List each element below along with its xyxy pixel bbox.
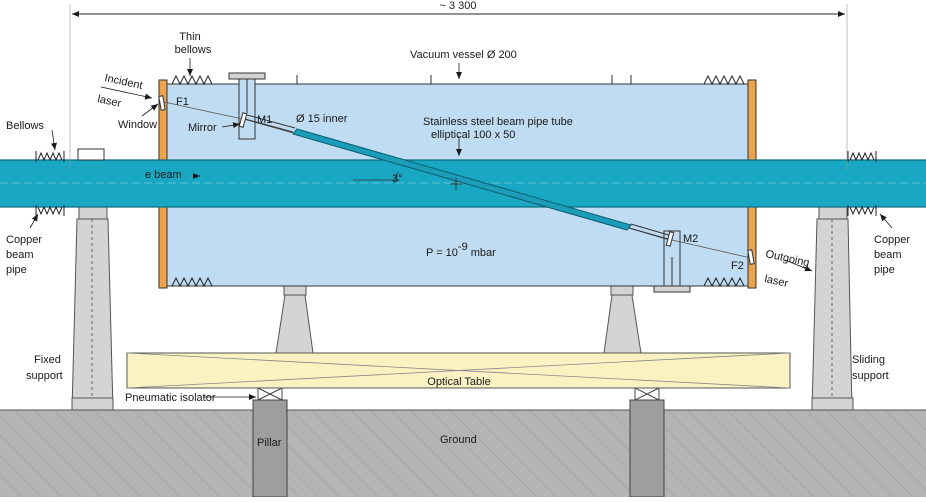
pressure-unit: mbar	[468, 247, 496, 259]
thin-bellows-label-2: bellows	[175, 44, 212, 56]
m1-label: M1	[257, 114, 272, 126]
optical-table	[126, 352, 791, 389]
sliding-support	[811, 206, 854, 411]
thin-bellows	[171, 74, 745, 288]
pneumatic-isolator-label: Pneumatic isolator	[125, 392, 216, 404]
inner-label: Ø 15 inner	[296, 113, 348, 125]
pressure-label: P = 10-9 mbar	[426, 241, 496, 259]
copper-left-label-2: beam	[6, 249, 34, 261]
pillar-right	[629, 399, 665, 498]
copper-pipe-left	[77, 148, 105, 161]
incident-label-2: laser	[96, 93, 122, 110]
vacuum-vessel-label: Vacuum vessel Ø 200	[410, 49, 517, 61]
sliding-support-label-1: Sliding	[852, 354, 885, 366]
outgoing-label-1: Outgoing	[764, 248, 810, 269]
mirror-m1	[238, 112, 248, 128]
thin-bellows-label-1: Thin	[179, 31, 200, 43]
angle-label: 3°	[392, 173, 403, 185]
mirror-label: Mirror	[188, 122, 217, 134]
pressure-prefix: P = 10	[426, 247, 458, 259]
copper-right-label-2: beam	[874, 249, 902, 261]
beam-pipe	[0, 159, 926, 208]
beam-pipe-label-1: Stainless steel beam pipe tube	[423, 116, 573, 128]
copper-right-label-3: pipe	[874, 264, 895, 276]
vessel-support-right	[603, 294, 642, 354]
inner-tube	[244, 114, 673, 241]
beam-bellows	[35, 151, 877, 216]
dimension-line	[69, 4, 848, 170]
fixed-support-label-1: Fixed	[34, 354, 61, 366]
mirror-m2	[665, 231, 675, 247]
window-f1	[158, 95, 166, 111]
pressure-exponent: -9	[458, 241, 468, 253]
window-f2	[747, 249, 755, 265]
pneumatic-isolator-left	[257, 387, 283, 401]
dimension-label: ~ 3 300	[439, 0, 476, 12]
pillar-label: Pillar	[257, 437, 282, 449]
bellows-label: Bellows	[6, 120, 44, 132]
ground-label: Ground	[440, 434, 477, 446]
f2-label: F2	[731, 260, 744, 272]
pneumatic-isolator-right	[634, 387, 660, 401]
f1-label: F1	[176, 96, 189, 108]
copper-left-label-3: pipe	[6, 264, 27, 276]
copper-left-label-1: Copper	[6, 234, 42, 246]
fixed-support	[71, 206, 114, 411]
e-beam-label: e beam	[145, 169, 182, 181]
fixed-support-label-2: support	[26, 370, 63, 382]
optical-table-label: Optical Table	[427, 376, 490, 388]
vessel-posts	[296, 75, 632, 84]
copper-right-label-1: Copper	[874, 234, 910, 246]
m2-label: M2	[683, 233, 698, 245]
pillar-left	[252, 399, 288, 498]
beam-pipe-label-2: elliptical 100 x 50	[431, 129, 515, 141]
outgoing-label-2: laser	[763, 273, 789, 290]
sliding-support-label-2: support	[852, 370, 889, 382]
vessel-support-left	[275, 294, 314, 354]
annotation-arrows	[29, 58, 893, 400]
ground	[0, 409, 926, 497]
window-label: Window	[118, 119, 157, 131]
